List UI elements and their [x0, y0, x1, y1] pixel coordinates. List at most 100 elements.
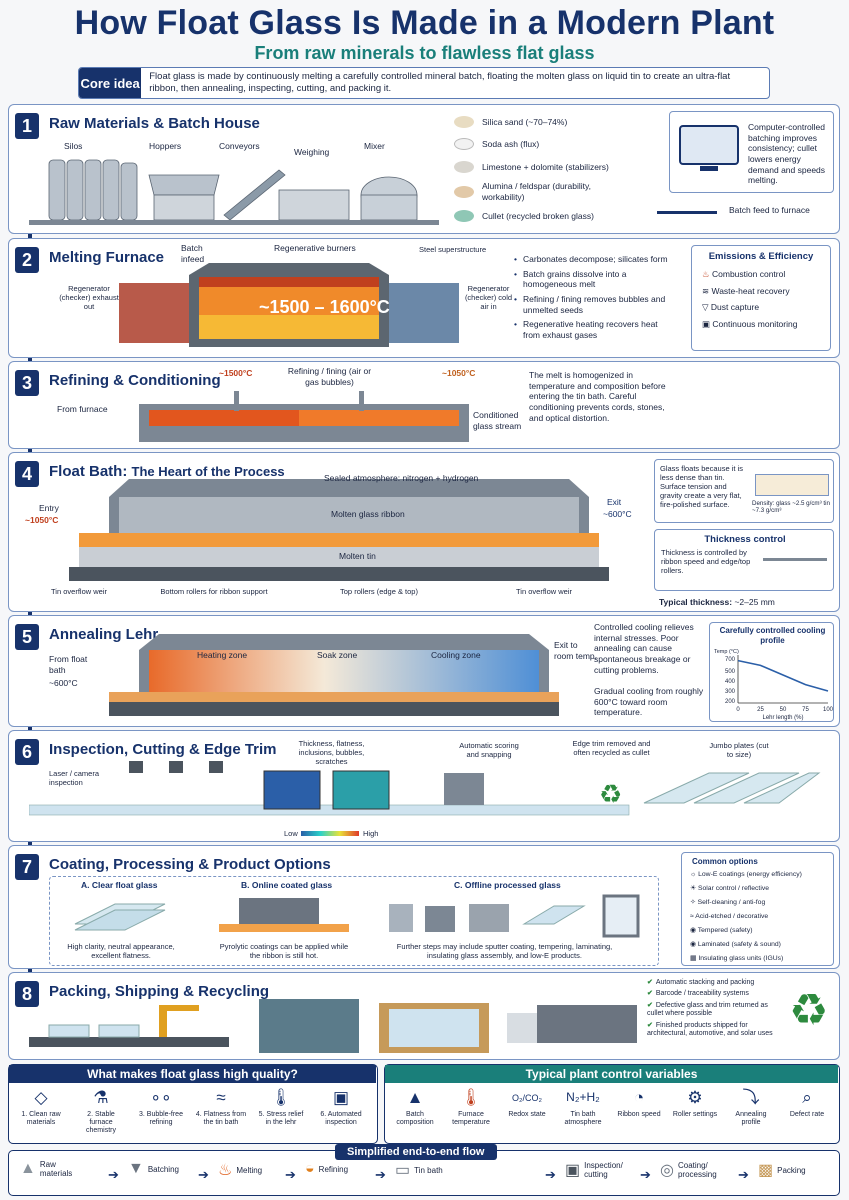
furnace-illustration	[119, 263, 459, 347]
x-tick-label: 25	[757, 707, 764, 713]
monitor-icon: ▣	[702, 318, 711, 329]
emission-item: ≋ Waste-heat recovery	[702, 285, 790, 296]
cooling-curve-line	[737, 659, 829, 692]
section-title: Coating, Processing & Product Options	[49, 856, 331, 873]
page-title: How Float Glass Is Made in a Modern Plan…	[74, 4, 775, 42]
lehr-illustration	[109, 634, 559, 716]
recycle-icon: ♻	[789, 986, 829, 1035]
common-options-box: Common options ☼ Low-E coatings (energy …	[681, 852, 834, 966]
cooling-zone-label: Cooling zone	[431, 650, 481, 660]
layers-icon: ◉	[690, 941, 696, 948]
option-item: ▦ Insulating glass units (IGUs)	[690, 955, 784, 962]
sun-icon: ☼	[690, 871, 697, 878]
quality-box: What makes float glass high quality? ◇1.…	[8, 1064, 378, 1144]
heating-zone-label: Heating zone	[197, 650, 248, 660]
annealing-text-1: Controlled cooling relieves internal str…	[594, 622, 694, 675]
check-icon: ✔	[647, 990, 653, 998]
roller-illustration	[763, 558, 827, 561]
wave-icon: ≈	[216, 1088, 226, 1108]
option-item: ◉ Laminated (safety & sound)	[690, 941, 781, 948]
packing-item: ✔Automatic stacking and packing	[647, 979, 755, 986]
batching-note-box: Computer-controlled batching improves co…	[669, 111, 834, 193]
defects-label: Thickness, flatness, inclusions, bubbles…	[298, 739, 365, 766]
thickness-title: Thickness control	[704, 534, 786, 545]
equipment-hoppers: Hoppers	[149, 141, 182, 151]
quality-item: 🌡5. Stress relief in the lehr	[258, 1088, 304, 1127]
section-number: 7	[15, 854, 39, 880]
flow-title: Simplified end-to-end flow	[335, 1144, 497, 1160]
from-bath-label: From float bath	[49, 654, 88, 675]
melting-bullets: Carbonates decompose; silicates form Bat…	[514, 254, 674, 344]
heat-icon: ≋	[702, 285, 710, 296]
flame-icon: ♨	[702, 268, 710, 279]
flow-step: ▭Tin bath	[395, 1162, 443, 1179]
y-tick-label: 500	[725, 669, 736, 675]
computer-monitor-icon	[679, 125, 739, 171]
scale-high: High	[363, 829, 379, 838]
section-refining: 3 Refining & Conditioning ~1500°C Refini…	[8, 361, 840, 449]
x-tick-label: 50	[780, 707, 787, 713]
section-raw-materials: 1 Raw Materials & Batch House Silos Hopp…	[8, 104, 840, 234]
option-item: ✧ Self-cleaning / anti-fog	[690, 899, 766, 906]
y-axis-label: Temp (°C)	[714, 649, 739, 655]
control-item: ⤵Annealing profile	[735, 1088, 767, 1127]
curve-icon: ⤵	[742, 1088, 760, 1108]
thickness-box: Thickness control Thickness is controlle…	[654, 529, 834, 591]
controls-box: Typical plant control variables ▲Batch c…	[384, 1064, 840, 1144]
section-number: 4	[15, 461, 39, 487]
flow-arrow-icon: ➔	[198, 1167, 209, 1182]
bottom-rollers-label: Bottom rollers for ribbon support	[160, 587, 268, 596]
roller-icon: ⚙	[687, 1088, 703, 1108]
flow-arrow-icon: ➔	[640, 1167, 651, 1182]
shield-icon: ◉	[690, 927, 696, 934]
y-tick-label: 300	[725, 689, 736, 695]
regen-left-label: Regenerator (checker) exhaust out	[59, 284, 119, 311]
from-bath-temp: ~600°C	[49, 678, 78, 688]
y-tick-label: 400	[725, 679, 736, 685]
batch-pile-icon: ▲	[406, 1088, 424, 1108]
batch-feed-label: Batch feed to furnace	[729, 205, 810, 215]
core-idea-label: Core idea	[79, 68, 142, 98]
options-list: ☼ Low-E coatings (energy efficiency) ☀ S…	[690, 871, 802, 968]
control-item: ⌕Defect rate	[789, 1088, 825, 1118]
bubbles-icon: ∘∘	[150, 1088, 172, 1108]
quality-title: What makes float glass high quality?	[9, 1065, 376, 1083]
section-title: Refining & Conditioning	[49, 372, 221, 389]
quality-item: ∘∘3. Bubble-free refining	[139, 1088, 183, 1127]
option-item: ≈ Acid-etched / decorative	[690, 913, 769, 920]
magnifier-icon: ⌕	[802, 1088, 812, 1108]
weir-left-label: Tin overflow weir	[51, 587, 107, 596]
section-float-bath: 4 Float Bath: The Heart of the Process S…	[8, 452, 840, 612]
solar-icon: ☀	[690, 885, 697, 892]
section-title: Annealing Lehr	[49, 626, 159, 643]
section-number: 3	[15, 370, 39, 396]
section-title: Float Bath: The Heart of the Process	[49, 463, 285, 480]
thermometer-icon: 🌡	[270, 1088, 292, 1108]
section-number: 8	[15, 981, 39, 1007]
flow-arrow-icon: ➔	[545, 1167, 556, 1182]
product-options-frame	[49, 876, 659, 966]
flow-arrow-icon: ➔	[375, 1167, 386, 1182]
flow-arrow-icon: ➔	[285, 1167, 296, 1182]
flow-step: ▣Inspection/ cutting	[565, 1161, 623, 1179]
coating-icon: ◎	[660, 1162, 674, 1179]
control-item: 🌡Furnace temperature	[452, 1088, 490, 1127]
batching-note: Computer-controlled batching improves co…	[748, 122, 826, 186]
quality-item: ≈4. Flatness from the tin bath	[195, 1088, 247, 1127]
flow-step: ▲Raw materials	[20, 1160, 73, 1178]
emission-item: ▽ Dust capture	[702, 302, 760, 313]
svg-text:♻: ♻	[599, 779, 622, 809]
burners-label: Regenerative burners	[274, 243, 356, 253]
flow-step: ♨Melting	[218, 1162, 263, 1179]
section-title: Inspection, Cutting & Edge Trim	[49, 741, 277, 758]
bullet: Regenerative heating recovers heat from …	[514, 319, 674, 340]
entry-label: Entry	[39, 503, 59, 513]
inspection-line-illustration: ♻	[29, 761, 821, 816]
float-bath-illustration	[69, 479, 609, 581]
clear-glass-illustration	[74, 903, 166, 931]
flow-step: ◎Coating/ processing	[660, 1161, 717, 1179]
x-tick-label: 0	[736, 707, 740, 713]
materials-list: Silica sand (~70–74%) Soda ash (flux) Li…	[454, 111, 654, 227]
online-coater-illustration	[219, 898, 349, 932]
